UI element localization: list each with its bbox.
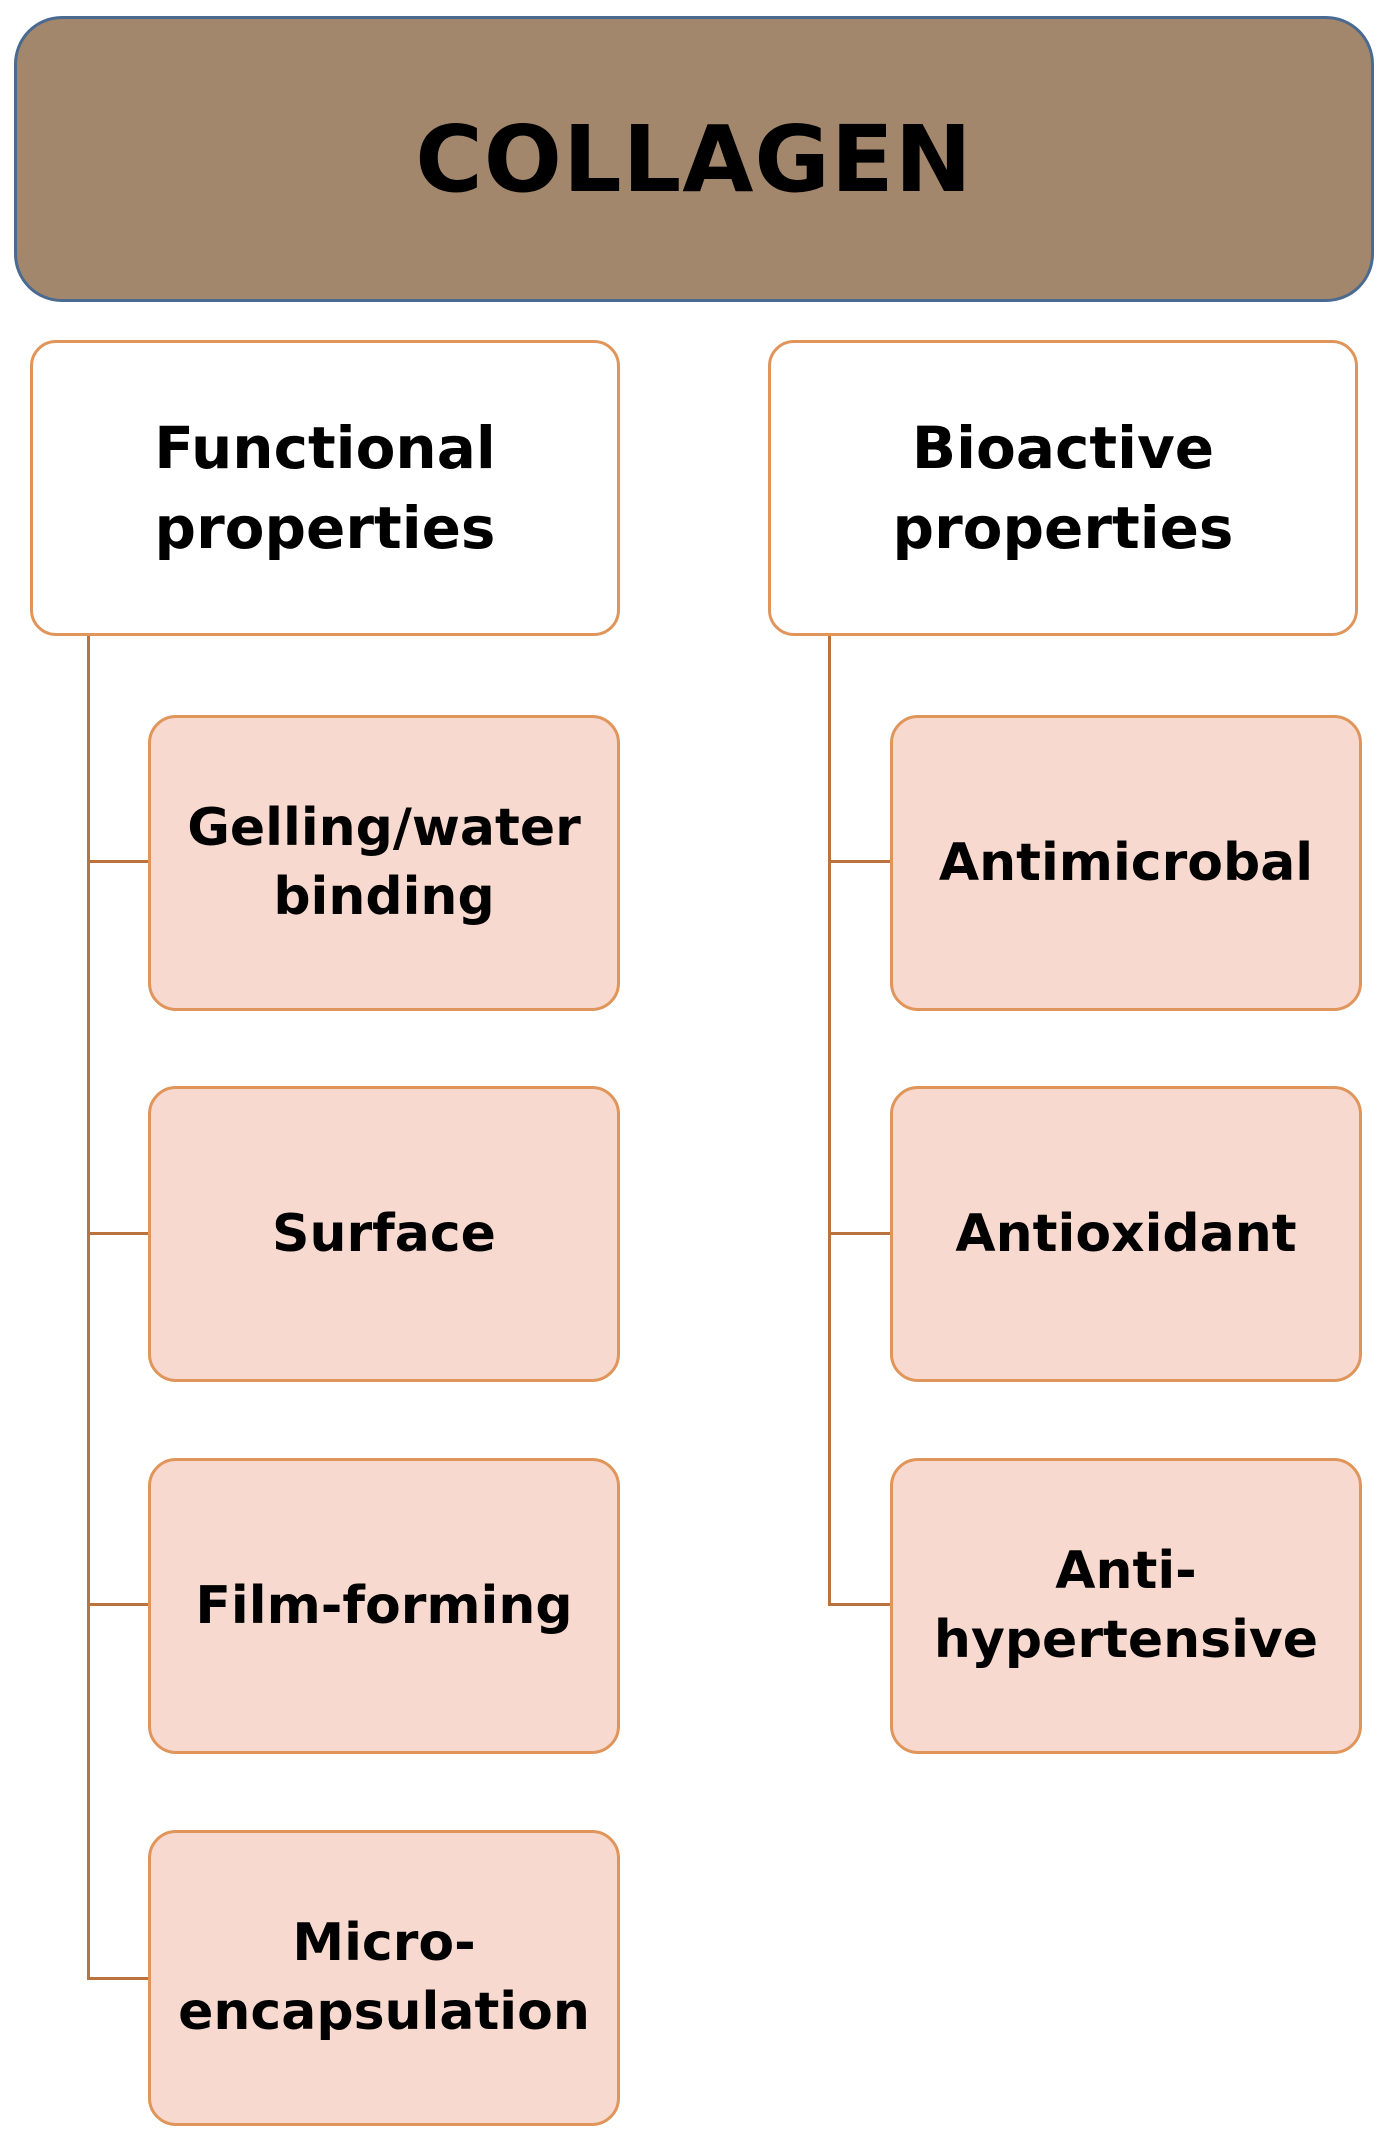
right-branch-connector bbox=[828, 860, 890, 863]
left-branch-connector bbox=[87, 1977, 149, 1980]
film-forming-box: Film-forming bbox=[148, 1458, 620, 1754]
left-trunk-connector bbox=[87, 636, 90, 1980]
anti-hypertensive-label: Anti-hypertensive bbox=[933, 1541, 1319, 1670]
antimicrobal-box: Antimicrobal bbox=[890, 715, 1362, 1011]
gelling-water-binding-box: Gelling/water binding bbox=[148, 715, 620, 1011]
bioactive-properties-box: Bioactive properties bbox=[768, 340, 1358, 636]
antioxidant-box: Antioxidant bbox=[890, 1086, 1362, 1382]
left-branch-connector bbox=[87, 860, 149, 863]
film-forming-label: Film-forming bbox=[195, 1575, 573, 1636]
left-branch-connector bbox=[87, 1232, 149, 1235]
micro-encapsulation-label: Micro-encapsulation bbox=[178, 1913, 590, 2042]
functional-properties-box: Functional properties bbox=[30, 340, 620, 636]
anti-hypertensive-box: Anti-hypertensive bbox=[890, 1458, 1362, 1754]
right-branch-connector bbox=[828, 1232, 890, 1235]
right-trunk-connector bbox=[828, 636, 831, 1606]
functional-properties-label: Functional properties bbox=[154, 413, 496, 562]
micro-encapsulation-box: Micro-encapsulation bbox=[148, 1830, 620, 2126]
antimicrobal-label: Antimicrobal bbox=[938, 832, 1314, 893]
left-branch-connector bbox=[87, 1603, 149, 1606]
collagen-root-box: COLLAGEN bbox=[14, 16, 1374, 302]
surface-box: Surface bbox=[148, 1086, 620, 1382]
antioxidant-label: Antioxidant bbox=[955, 1203, 1297, 1264]
surface-label: Surface bbox=[272, 1203, 496, 1264]
bioactive-properties-label: Bioactive properties bbox=[892, 413, 1234, 562]
right-branch-connector bbox=[828, 1603, 890, 1606]
collagen-root-label: COLLAGEN bbox=[415, 105, 973, 213]
gelling-water-binding-label: Gelling/water binding bbox=[187, 798, 581, 927]
